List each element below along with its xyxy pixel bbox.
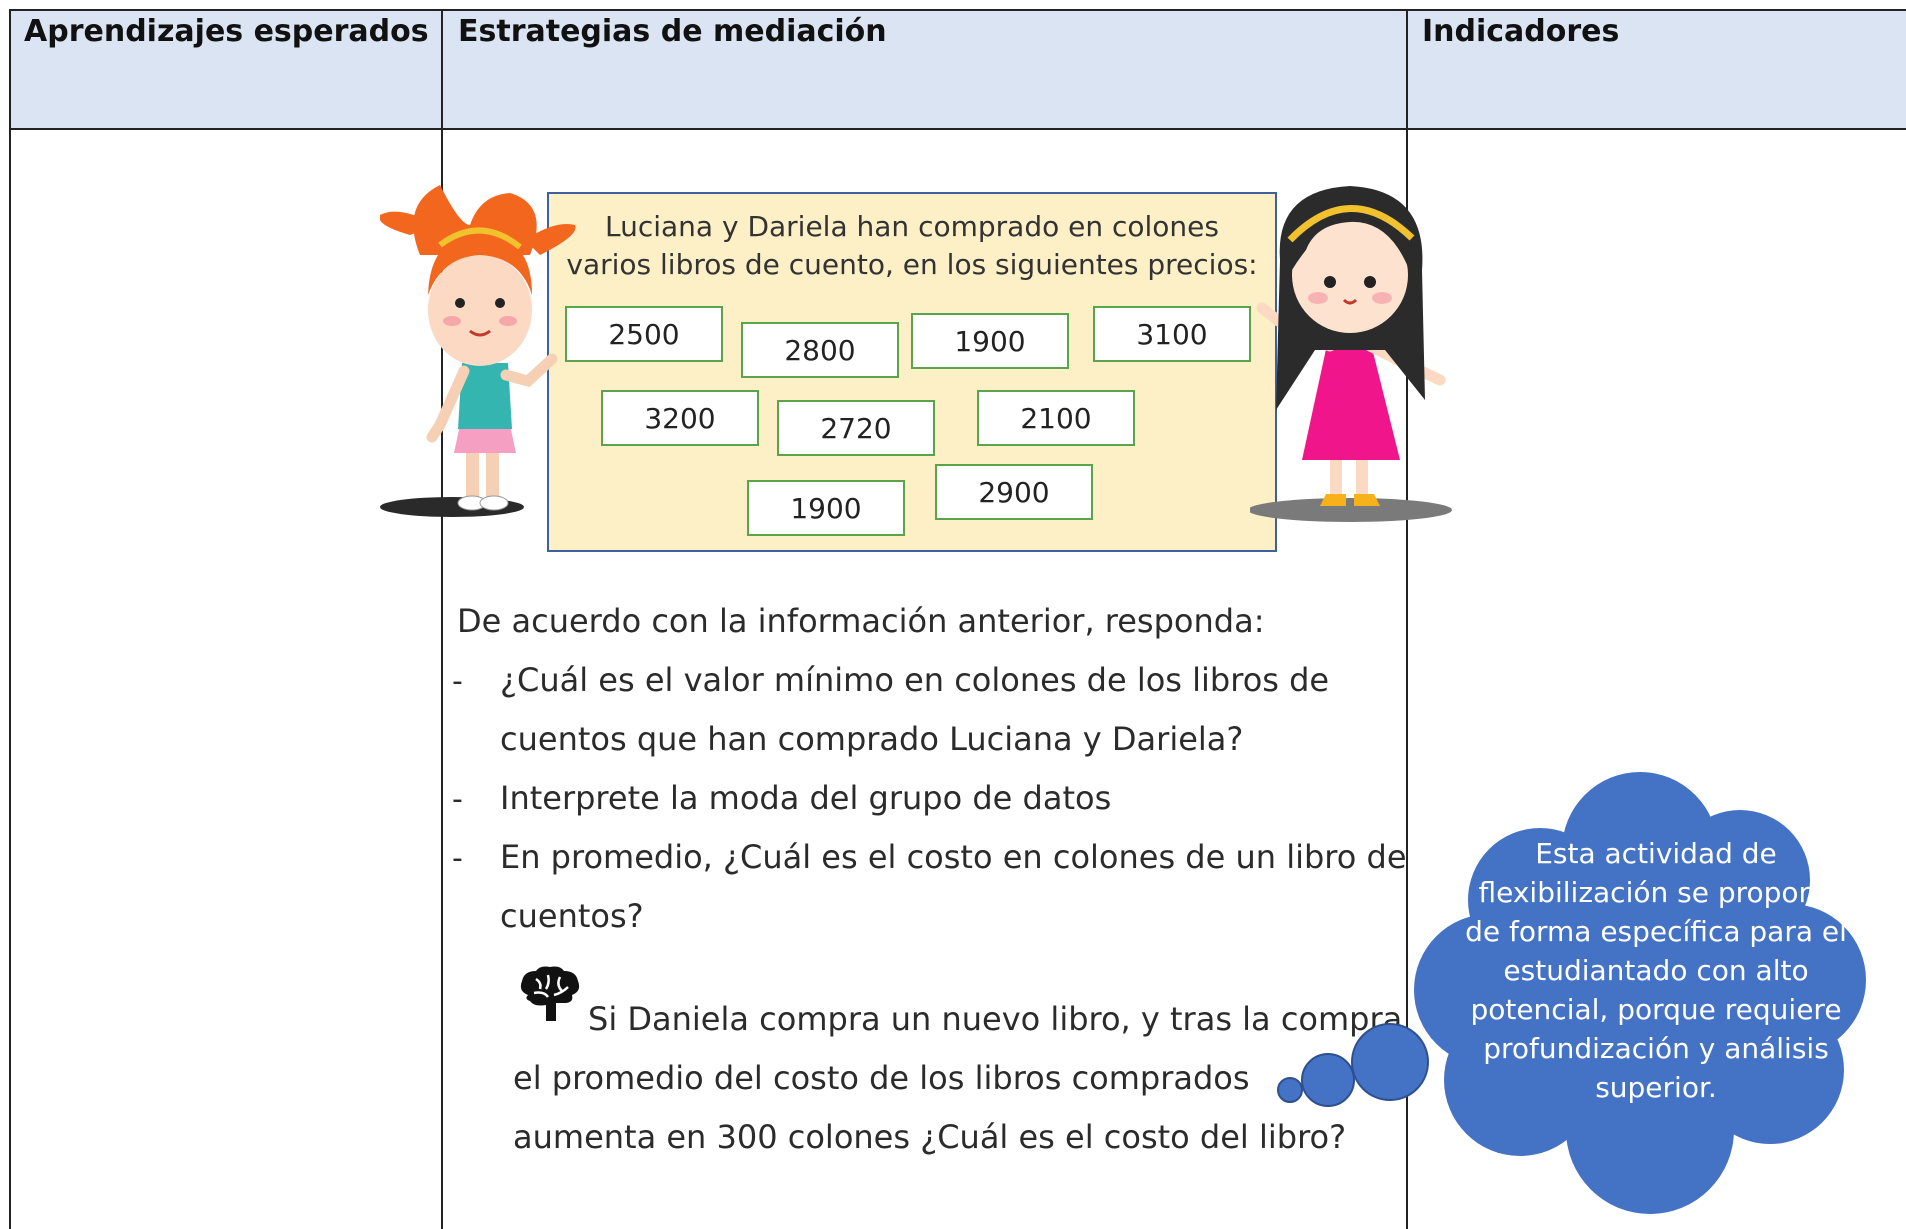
instructions-intro: De acuerdo con la información anterior, …: [457, 602, 1265, 640]
challenge-line-3: aumenta en 300 colones ¿Cuál es el costo…: [513, 1118, 1347, 1156]
panel-line-1: Luciana y Dariela han comprado en colone…: [604, 210, 1219, 243]
question-1-line-2: cuentos que han comprado Luciana y Darie…: [500, 720, 1244, 758]
cloud-note-line: flexibilización se propone: [1478, 876, 1834, 909]
cloud-note-line: de forma específica para el: [1465, 915, 1847, 948]
price-box: 3200: [601, 390, 759, 446]
price-box: 1900: [747, 480, 905, 536]
challenge-line-1: Si Daniela compra un nuevo libro, y tras…: [588, 1000, 1403, 1038]
table-header-row: [10, 10, 1906, 130]
question-2: Interprete la moda del grupo de datos: [500, 779, 1112, 817]
price-box: 2720: [777, 400, 935, 456]
header-estrategias: Estrategias de mediación: [458, 14, 887, 49]
cloud-note-line: superior.: [1595, 1071, 1717, 1104]
price-box: 2500: [565, 306, 723, 362]
price-box: 2900: [935, 464, 1093, 520]
cloud-note-line: potencial, porque requiere: [1470, 993, 1842, 1026]
table-column-divider-1: [441, 9, 443, 1229]
price-box: 2800: [741, 322, 899, 378]
brain-icon: [520, 966, 580, 1021]
cloud-note-line: profundización y análisis: [1483, 1032, 1829, 1065]
table-column-divider-2: [1406, 9, 1408, 1229]
table-top-border: [10, 9, 1906, 11]
table-header-divider: [10, 128, 1906, 130]
question-3-line-1: En promedio, ¿Cuál es el costo en colone…: [500, 838, 1407, 876]
girl-orange-hair-illustration: [380, 185, 576, 517]
bullet-dash: -: [452, 664, 463, 699]
price-box: 1900: [911, 313, 1069, 369]
bullet-dash: -: [452, 841, 463, 876]
thought-cloud-shape: [1277, 772, 1866, 1214]
cloud-note-line: estudiantado con alto: [1503, 954, 1809, 987]
table-left-border: [9, 9, 11, 1229]
price-box: 2100: [977, 390, 1135, 446]
question-1-line-1: ¿Cuál es el valor mínimo en colones de l…: [500, 661, 1330, 699]
challenge-line-2: el promedio del costo de los libros comp…: [513, 1059, 1250, 1097]
header-indicadores: Indicadores: [1422, 14, 1620, 49]
prices-panel: Luciana y Dariela han comprado en colone…: [547, 192, 1277, 552]
panel-line-2: varios libros de cuento, en los siguient…: [566, 248, 1258, 281]
price-box: 3100: [1093, 306, 1251, 362]
question-3-line-2: cuentos?: [500, 897, 644, 935]
bullet-dash: -: [452, 782, 463, 817]
cloud-note-line: Esta actividad de: [1535, 837, 1777, 870]
header-aprendizajes: Aprendizajes esperados: [24, 14, 429, 49]
cloud-note: Esta actividad de flexibilización se pro…: [1446, 834, 1866, 1107]
girl-black-hair-illustration: [1250, 186, 1452, 522]
